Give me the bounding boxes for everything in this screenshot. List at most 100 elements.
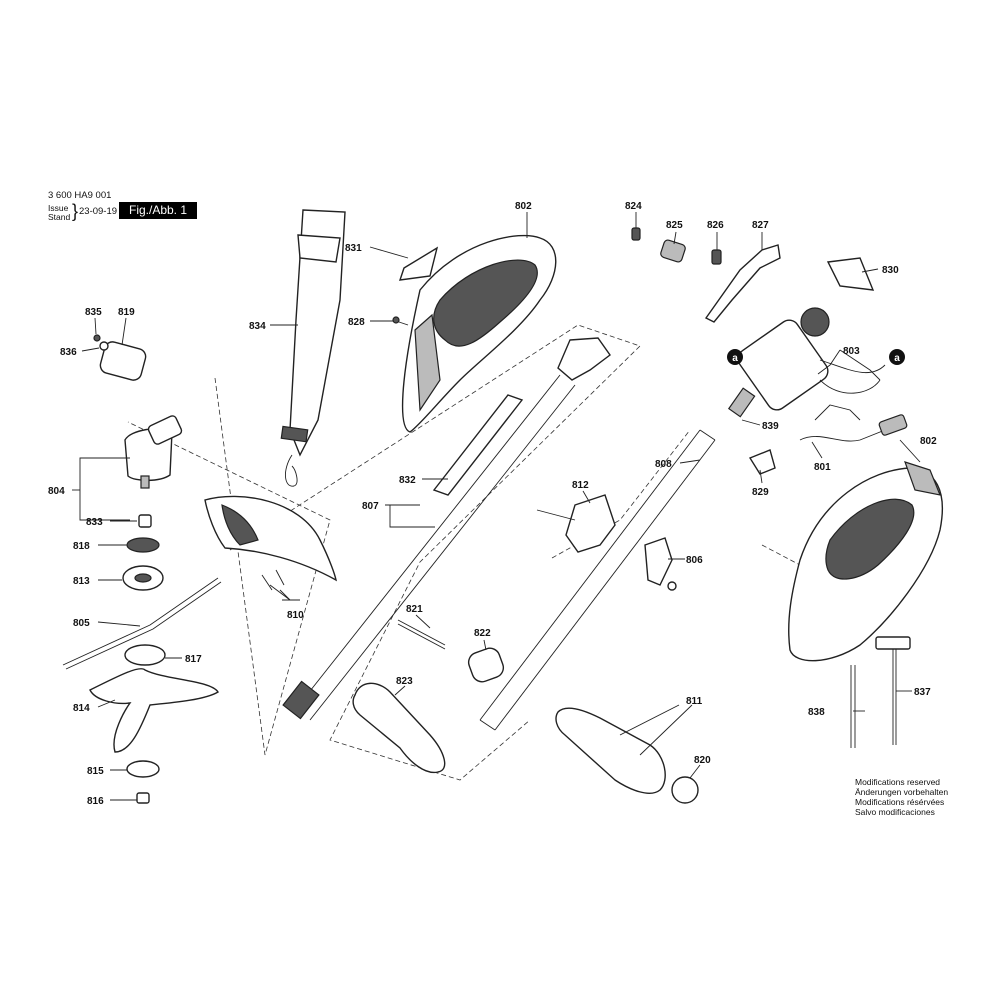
adapter-819 xyxy=(99,341,147,381)
label-802: 802 xyxy=(920,436,937,447)
lower-tube-807 xyxy=(282,337,611,721)
screw-828 xyxy=(392,316,409,326)
label-806: 806 xyxy=(686,555,703,566)
gear-head-804 xyxy=(124,415,183,489)
pad-830 xyxy=(826,257,875,291)
leader-lines xyxy=(72,212,921,801)
label-822: 822 xyxy=(474,628,491,639)
clamp-812 xyxy=(565,494,616,553)
connector-a-label: a xyxy=(732,353,738,364)
label-814: 814 xyxy=(73,703,90,714)
lever-827 xyxy=(704,244,781,323)
washer-836 xyxy=(99,341,109,351)
nut-816 xyxy=(136,792,150,804)
note-line: Modifications résérvées xyxy=(855,797,945,807)
label-826: 826 xyxy=(707,220,724,231)
cap-820 xyxy=(671,776,699,804)
handle-811 xyxy=(555,707,666,794)
sticker-832 xyxy=(432,394,524,496)
flange-818 xyxy=(126,537,160,553)
clip-829 xyxy=(748,449,776,475)
grip-823 xyxy=(352,682,446,774)
label-838: 838 xyxy=(808,707,825,718)
label-835: 835 xyxy=(85,307,102,318)
disc-817 xyxy=(124,644,166,666)
label-802: 802 xyxy=(515,201,532,212)
note-line: Modifications reserved xyxy=(855,777,941,787)
label-836: 836 xyxy=(60,347,77,358)
stand-label: Stand xyxy=(48,212,71,222)
label-810: 810 xyxy=(287,610,304,621)
label-825: 825 xyxy=(666,220,683,231)
label-831 xyxy=(398,246,439,281)
label-805: 805 xyxy=(73,618,90,629)
bolt-821 xyxy=(397,619,446,646)
label-823: 823 xyxy=(396,676,413,687)
bushing-833 xyxy=(138,514,152,528)
issue-date: 23-09-19 xyxy=(79,206,118,217)
shoulder-strap-834 xyxy=(280,209,346,487)
lever-806 xyxy=(644,537,673,586)
label-807: 807 xyxy=(362,501,379,512)
connector-a-right xyxy=(889,349,905,365)
label-811: 811 xyxy=(686,696,703,707)
part-number-labels: 802 831 828 834 824 825 826 827 830 803 … xyxy=(48,201,937,807)
label-824: 824 xyxy=(625,201,642,212)
label-821: 821 xyxy=(406,604,423,615)
cup-815 xyxy=(126,760,160,778)
label-812: 812 xyxy=(572,480,589,491)
blade-814 xyxy=(89,668,219,753)
motor-803 xyxy=(727,307,886,418)
label-832: 832 xyxy=(399,475,416,486)
label-813: 813 xyxy=(73,576,90,587)
housing-half-802-right xyxy=(788,461,944,662)
label-817: 817 xyxy=(185,654,202,665)
note-line: Salvo modificaciones xyxy=(855,807,935,817)
assembly-outline-left xyxy=(127,377,331,756)
spring-826 xyxy=(711,249,722,265)
connector-a-label: a xyxy=(894,353,900,364)
guard-810 xyxy=(204,495,337,591)
modifications-note: Modifications reserved Änderungen vorbeh… xyxy=(855,777,948,817)
label-815: 815 xyxy=(87,766,104,777)
note-line: Änderungen vorbehalten xyxy=(855,787,949,797)
connector-a-left xyxy=(727,349,743,365)
housing-half-802-left xyxy=(401,234,557,433)
label-829: 829 xyxy=(752,487,769,498)
label-801: 801 xyxy=(814,462,831,473)
label-839: 839 xyxy=(762,421,779,432)
screw-812 xyxy=(536,509,576,521)
label-828: 828 xyxy=(348,317,365,328)
label-830: 830 xyxy=(882,265,899,276)
spring-824 xyxy=(631,227,641,241)
rod-838 xyxy=(850,665,856,748)
nut-806 xyxy=(667,581,677,591)
label-803: 803 xyxy=(843,346,860,357)
label-834: 834 xyxy=(249,321,266,332)
issue-brace: } xyxy=(72,201,79,221)
bushing-825 xyxy=(660,239,686,263)
label-837: 837 xyxy=(914,687,931,698)
label-818: 818 xyxy=(73,541,90,552)
cutting-line-805 xyxy=(62,577,219,666)
label-833: 833 xyxy=(86,517,103,528)
upper-tube-808 xyxy=(479,429,716,731)
doc-number: 3 600 HA9 001 xyxy=(48,190,112,201)
wrench-837 xyxy=(875,636,911,745)
label-816: 816 xyxy=(87,796,104,807)
assembly-outline-pole xyxy=(229,324,641,781)
screw-835 xyxy=(93,334,101,342)
label-820: 820 xyxy=(694,755,711,766)
label-827: 827 xyxy=(752,220,769,231)
figure-label: Fig./Abb. 1 xyxy=(119,202,197,219)
issue-label: Issue xyxy=(48,203,69,213)
label-819: 819 xyxy=(118,307,135,318)
cable-801 xyxy=(799,404,908,442)
knob-822 xyxy=(467,647,505,683)
assembly-outline-guide xyxy=(761,544,801,566)
label-804: 804 xyxy=(48,486,65,497)
label-831: 831 xyxy=(345,243,362,254)
label-808: 808 xyxy=(655,459,672,470)
